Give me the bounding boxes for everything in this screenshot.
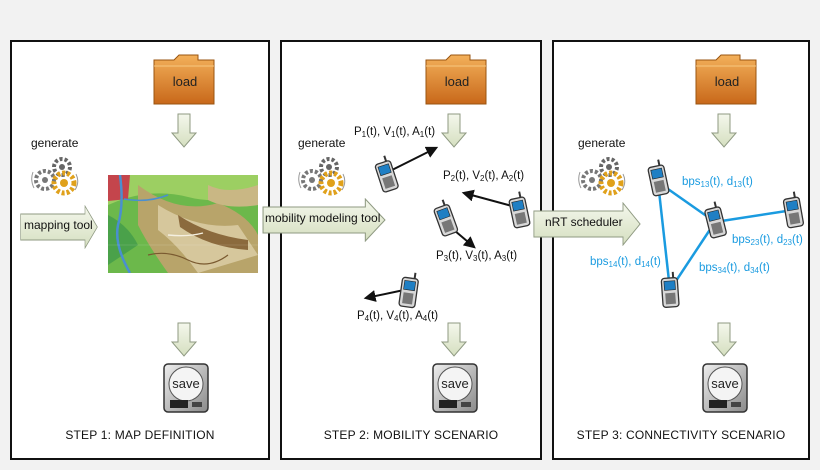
link-label-34: bps34(t), d34(t): [699, 262, 770, 275]
mapping-tool-arrow: mapping tool: [20, 205, 98, 249]
save-label: save: [172, 376, 200, 391]
folder-icon: load: [424, 52, 488, 106]
load-label: load: [714, 74, 740, 89]
link-label-23: bps23(t), d23(t): [732, 234, 803, 247]
hard-drive-icon: save: [431, 362, 479, 414]
mobile-phone-icon: [660, 271, 680, 308]
generate-label: generate: [31, 136, 79, 150]
mobility-label-4: P4(t), V4(t), A4(t): [357, 310, 439, 323]
link-label-14: bps14(t), d14(t): [590, 256, 661, 269]
folder-icon: load: [694, 52, 758, 106]
load-label: load: [172, 74, 198, 89]
down-arrow: [711, 322, 737, 358]
hard-drive-icon: save: [162, 362, 210, 414]
mobility-tool-label: mobility modeling tool: [265, 211, 381, 225]
mobility-label-3: P3(t), V3(t), A3(t): [436, 250, 518, 263]
panel-step-2: STEP 2: MOBILITY SCENARIO: [280, 40, 542, 460]
hard-drive-icon: save: [701, 362, 749, 414]
save-label: save: [441, 376, 469, 391]
step-1-title: STEP 1: MAP DEFINITION: [65, 428, 215, 442]
mobility-label-2: P2(t), V2(t), A2(t): [443, 170, 525, 183]
step-2-title: STEP 2: MOBILITY SCENARIO: [323, 428, 499, 442]
folder-icon: load: [152, 52, 216, 106]
mapping-tool-label: mapping tool: [24, 218, 93, 232]
load-label: load: [444, 74, 470, 89]
panel-step-3: STEP 3: CONNECTIVITY SCENARIO: [552, 40, 810, 460]
generate-label: generate: [578, 136, 626, 150]
step-3-title: STEP 3: CONNECTIVITY SCENARIO: [576, 428, 786, 442]
scheduler-arrow: nRT scheduler: [533, 202, 641, 246]
mobility-label-1: P1(t), V1(t), A1(t): [354, 126, 436, 139]
scheduler-label: nRT scheduler: [545, 215, 623, 229]
mobility-tool-arrow: mobility modeling tool: [262, 198, 386, 242]
generate-label: generate: [298, 136, 346, 150]
save-label: save: [711, 376, 739, 391]
link-label-13: bps13(t), d13(t): [682, 176, 753, 189]
terrain-map: [108, 175, 258, 273]
